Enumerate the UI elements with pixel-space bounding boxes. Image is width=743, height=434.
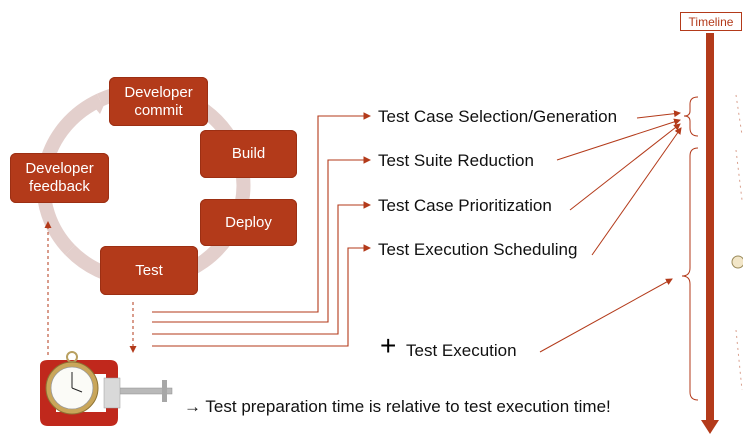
developer-commit-box: Developer commit: [109, 77, 208, 126]
build-box: Build: [200, 130, 297, 178]
build-label: Build: [231, 145, 266, 162]
note-text: → Test preparation time is relative to t…: [184, 397, 611, 416]
test-execution-label: Test Execution: [406, 341, 517, 360]
developer-feedback-box: Developer feedback: [10, 153, 109, 203]
test-case-selection-label: Test Case Selection/Generation: [378, 107, 618, 126]
developer-feedback-label: Developer feedback: [25, 160, 94, 195]
stopwatch-icon: [731, 255, 743, 269]
timeline-connectors: [539, 110, 682, 353]
plus-sign: +: [380, 330, 397, 361]
test-label: Test: [135, 261, 163, 279]
timeline-bar: [701, 33, 719, 434]
timeline-label: Timeline: [680, 12, 742, 31]
test-suite-reduction-label: Test Suite Reduction: [378, 151, 534, 170]
test-execution-scheduling-label: Test Execution Scheduling: [378, 240, 578, 259]
test-box: Test: [100, 246, 198, 295]
deploy-box: Deploy: [200, 199, 297, 246]
test-case-prioritization-label: Test Case Prioritization: [378, 196, 552, 215]
deploy-label: Deploy: [225, 213, 272, 231]
activity-connectors: [152, 112, 372, 347]
developer-commit-label: Developer commit: [124, 83, 193, 119]
timeline-braces: [681, 96, 699, 401]
stopwatch-icon: [45, 351, 99, 415]
timeline-hints: [735, 94, 743, 391]
